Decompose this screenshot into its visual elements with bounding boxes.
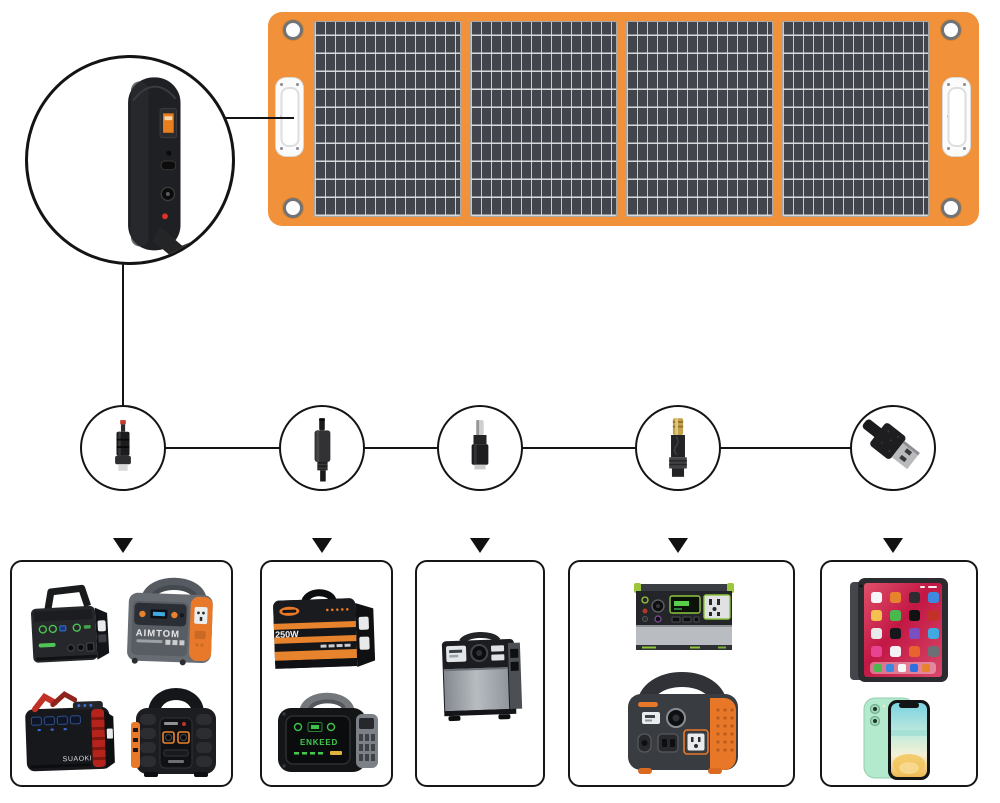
down-arrow-icon bbox=[312, 538, 332, 553]
down-arrow-icon bbox=[470, 538, 490, 553]
product-label: AIMTOM bbox=[136, 628, 181, 641]
handle-screws bbox=[947, 83, 950, 86]
dc-plug-gold-tip-icon bbox=[669, 418, 687, 477]
power-station-black-red-image: SUAOKI bbox=[25, 691, 115, 772]
product-label: 250W bbox=[275, 629, 299, 640]
connector-circle-2 bbox=[279, 405, 365, 491]
solar-panel-section bbox=[626, 21, 773, 217]
connector-circle-5 bbox=[850, 405, 936, 491]
device-group-4 bbox=[568, 560, 795, 787]
power-station-aimtom-image: AIMTOM bbox=[127, 577, 213, 666]
solar-panel-section bbox=[314, 21, 461, 217]
down-arrow-icon bbox=[113, 538, 133, 553]
product-label: ENKEED bbox=[300, 738, 338, 747]
dc-barrel-plug-icon bbox=[314, 418, 331, 482]
eyelet-top-left bbox=[283, 20, 303, 40]
eyelet-bottom-left bbox=[283, 198, 303, 218]
power-station-gray-image bbox=[441, 632, 523, 722]
down-arrow-icon bbox=[883, 538, 903, 553]
down-arrow-icon bbox=[668, 538, 688, 553]
magnifier-circle bbox=[25, 55, 235, 265]
device-group-3 bbox=[415, 560, 545, 787]
solar-panel-cells bbox=[314, 21, 929, 217]
dc-plug-silver-tip-icon bbox=[471, 420, 489, 470]
eyelet-bottom-right bbox=[941, 198, 961, 218]
connector-circle-1 bbox=[80, 405, 166, 491]
junction-box-image bbox=[128, 77, 207, 262]
device-group-2: 250W ENKE bbox=[260, 560, 393, 787]
usb-a-plug-icon bbox=[862, 419, 920, 470]
power-station-black-orange-image bbox=[131, 688, 216, 777]
power-station-goal-zero-image bbox=[634, 583, 734, 650]
connector-circle-3 bbox=[437, 405, 523, 491]
device-group-5 bbox=[820, 560, 978, 787]
solar-panel bbox=[268, 12, 979, 226]
solar-panel-section bbox=[470, 21, 617, 217]
handle-screws bbox=[280, 83, 283, 86]
tablet-ipad-image bbox=[850, 578, 948, 682]
power-station-rockpals-image: 250W bbox=[273, 589, 376, 669]
eyelet-top-right bbox=[941, 20, 961, 40]
solar-panel-section bbox=[782, 21, 929, 217]
line-magnifier-to-panel bbox=[200, 116, 294, 120]
device-group-1: AIMTOM bbox=[10, 560, 233, 787]
dc-adapter-red-tip-icon bbox=[115, 420, 131, 471]
product-label: SUAOKI bbox=[63, 755, 93, 763]
handle-cutout bbox=[947, 87, 966, 147]
line-magnifier-to-connector bbox=[121, 262, 125, 408]
phone-iphone-green-image bbox=[863, 697, 930, 780]
power-station-enkeed-image: ENKEED bbox=[278, 692, 378, 772]
connector-circle-4 bbox=[635, 405, 721, 491]
power-station-jackery-image bbox=[628, 672, 738, 774]
carry-handle-right bbox=[943, 78, 970, 156]
power-station-black-green-image bbox=[30, 584, 110, 663]
